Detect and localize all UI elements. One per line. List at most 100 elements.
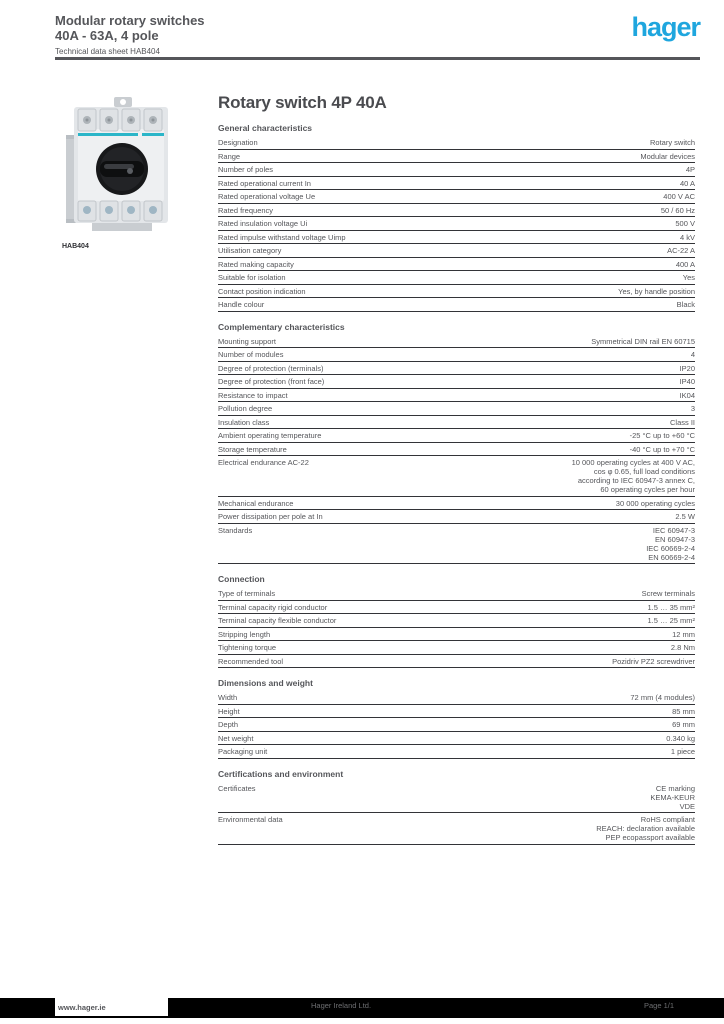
- spec-value: Pozidriv PZ2 screwdriver: [498, 654, 695, 668]
- spec-label: Standards: [218, 523, 439, 564]
- spec-row: Handle colour Black: [218, 297, 695, 312]
- spec-row: Electrical endurance AC-22 10 000 operat…: [218, 455, 695, 497]
- header-reference: Technical data sheet HAB404: [55, 46, 160, 56]
- spec-label: Mechanical endurance: [218, 496, 439, 510]
- spec-row: Stripping length 12 mm: [218, 627, 695, 641]
- spec-label: Ambient operating temperature: [218, 428, 439, 443]
- spec-value: 69 mm: [424, 717, 695, 732]
- spec-section: Dimensions and weight Width 72 mm (4 mod…: [218, 678, 695, 759]
- footer-website-link[interactable]: www.hager.ie: [58, 1002, 106, 1012]
- spec-value: 40 A: [515, 176, 695, 190]
- spec-row: Type of terminals Screw terminals: [218, 587, 695, 601]
- spec-value: IK04: [438, 388, 695, 402]
- spec-section: Complementary characteristics Mounting s…: [218, 322, 695, 565]
- spec-value: 4 kV: [515, 230, 695, 244]
- header-title-line2: 40A - 63A, 4 pole: [55, 28, 159, 44]
- product-photo-block: HAB404: [62, 95, 178, 250]
- spec-table: Mounting support Symmetrical DIN rail EN…: [218, 334, 695, 565]
- spec-label: Number of poles: [218, 162, 516, 177]
- spec-value: 4: [438, 347, 695, 362]
- spec-table: Designation Rotary switch Range Modular …: [218, 136, 695, 312]
- spec-value: 400 V AC: [515, 189, 695, 204]
- spec-label: Mounting support: [218, 334, 439, 348]
- header-divider: [55, 57, 700, 60]
- spec-value: 1 piece: [424, 744, 695, 759]
- spec-row: Rated frequency 50 / 60 Hz: [218, 203, 695, 217]
- spec-label: Degree of protection (front face): [218, 374, 439, 389]
- spec-row: Rated making capacity 400 A: [218, 257, 695, 271]
- spec-label: Rated frequency: [218, 203, 516, 217]
- spec-row: Utilisation category AC-22 A: [218, 243, 695, 258]
- spec-label: Width: [218, 691, 425, 705]
- spec-value: 0.340 kg: [424, 731, 695, 745]
- spec-value: IP20: [438, 361, 695, 375]
- product-photo: [66, 97, 168, 231]
- spec-label: Resistance to impact: [218, 388, 439, 402]
- spec-label: Certificates: [218, 781, 407, 813]
- spec-label: Power dissipation per pole at In: [218, 509, 439, 524]
- spec-row: Range Modular devices: [218, 149, 695, 163]
- spec-label: Electrical endurance AC-22: [218, 455, 439, 497]
- spec-row: Number of poles 4P: [218, 162, 695, 177]
- spec-row: Depth 69 mm: [218, 717, 695, 732]
- spec-value: AC-22 A: [515, 243, 695, 258]
- footer-bar: www.hager.ie Hager Ireland Ltd. Page 1/1: [0, 998, 724, 1018]
- footer-website-box: www.hager.ie: [55, 998, 168, 1016]
- product-photo-caption: HAB404: [62, 243, 89, 250]
- spec-row: Pollution degree 3: [218, 401, 695, 416]
- spec-row: Rated insulation voltage Ui 500 V: [218, 216, 695, 231]
- spec-label: Insulation class: [218, 415, 439, 429]
- spec-label: Contact position indication: [218, 284, 516, 298]
- spec-value: 1.5 … 35 mm²: [498, 600, 695, 614]
- spec-label: Designation: [218, 136, 516, 150]
- spec-row: Mechanical endurance 30 000 operating cy…: [218, 496, 695, 510]
- spec-label: Range: [218, 149, 516, 163]
- spec-row: Rated operational current In 40 A: [218, 176, 695, 190]
- spec-value: Class II: [438, 415, 695, 429]
- spec-row: Terminal capacity rigid conductor 1.5 … …: [218, 600, 695, 614]
- spec-value: 85 mm: [424, 704, 695, 718]
- spec-row: Tightening torque 2.8 Nm: [218, 640, 695, 655]
- spec-value: Yes: [515, 270, 695, 285]
- spec-label: Recommended tool: [218, 654, 499, 668]
- spec-row: Mounting support Symmetrical DIN rail EN…: [218, 334, 695, 348]
- spec-value: Black: [515, 297, 695, 312]
- spec-value: 1.5 … 25 mm²: [498, 613, 695, 628]
- spec-label: Height: [218, 704, 425, 718]
- spec-row: Insulation class Class II: [218, 415, 695, 429]
- spec-value: Yes, by handle position: [515, 284, 695, 298]
- spec-label: Degree of protection (terminals): [218, 361, 439, 375]
- spec-row: Designation Rotary switch: [218, 136, 695, 150]
- spec-row: Degree of protection (front face) IP40: [218, 374, 695, 389]
- section-heading: General characteristics: [218, 123, 313, 133]
- section-heading: Dimensions and weight: [218, 678, 313, 688]
- spec-label: Rated insulation voltage Ui: [218, 216, 516, 231]
- spec-row: Width 72 mm (4 modules): [218, 691, 695, 705]
- spec-label: Stripping length: [218, 627, 499, 641]
- spec-value: 400 A: [515, 257, 695, 271]
- spec-value: IP40: [438, 374, 695, 389]
- spec-value: 72 mm (4 modules): [424, 691, 695, 705]
- spec-sections: General characteristics Designation Rota…: [218, 123, 695, 845]
- hager-logo: hager: [631, 12, 701, 42]
- spec-row: Height 85 mm: [218, 704, 695, 718]
- spec-section: General characteristics Designation Rota…: [218, 123, 695, 312]
- spec-value: 10 000 operating cycles at 400 V AC,cos …: [438, 455, 695, 497]
- spec-value: Screw terminals: [498, 587, 695, 601]
- spec-value: 2.5 W: [438, 509, 695, 524]
- spec-value: 50 / 60 Hz: [515, 203, 695, 217]
- spec-row: Recommended tool Pozidriv PZ2 screwdrive…: [218, 654, 695, 668]
- spec-label: Net weight: [218, 731, 425, 745]
- spec-row: Resistance to impact IK04: [218, 388, 695, 402]
- section-heading: Certifications and environment: [218, 768, 344, 779]
- spec-label: Packaging unit: [218, 744, 425, 759]
- spec-value: -25 °C up to +60 °C: [438, 428, 695, 443]
- spec-value: Symmetrical DIN rail EN 60715: [438, 334, 695, 348]
